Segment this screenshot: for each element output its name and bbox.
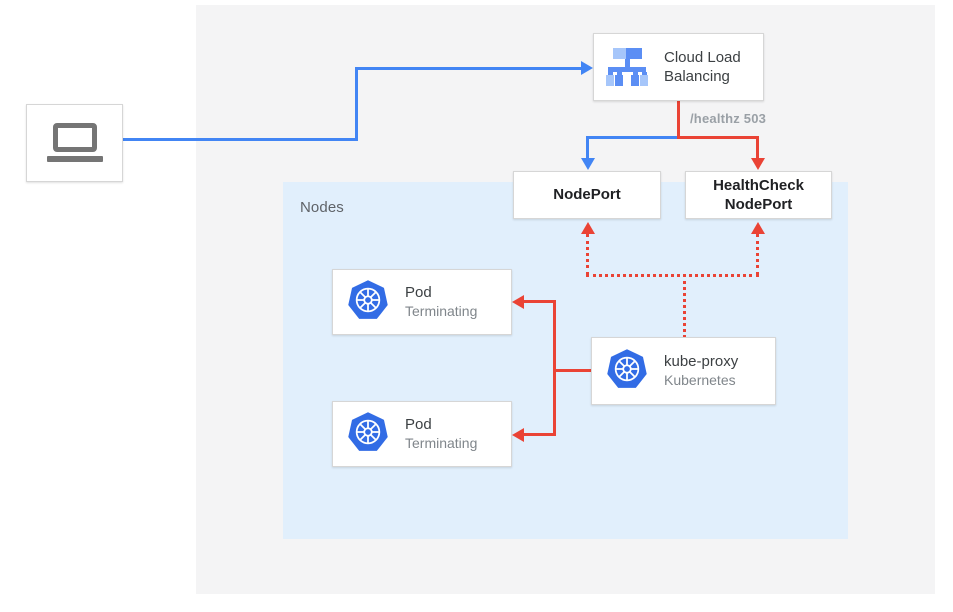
healthcheck-nodeport-label-line-1: HealthCheck [713,176,804,194]
edge-client-to-lb-arrowhead [581,61,593,75]
edge-lb-healthz-arrowhead [751,158,765,170]
kube-proxy-node[interactable]: kube-proxy Kubernetes [591,337,776,405]
edge-kubeproxy-dotted-horizontal [586,274,759,277]
edge-kubeproxy-to-pod-2 [524,433,556,436]
pod-title: Pod [405,415,432,433]
edge-kubeproxy-to-pods-trunk [553,300,556,436]
pod-subtitle: Terminating [405,303,478,320]
edge-lb-to-nodeport-arrowhead [581,158,595,170]
edge-kubeproxy-to-hc-nodeport-arrowhead [751,222,765,234]
edge-kubeproxy-to-nodeport-arrowhead [581,222,595,234]
cloud-load-balancing-node[interactable]: Cloud Load Balancing [593,33,764,101]
laptop-icon [46,123,103,163]
pod-title: Pod [405,283,432,301]
edge-kubeproxy-dotted-to-nodeport [586,234,589,275]
edge-lb-healthz-horizontal [677,136,759,139]
healthz-edge-label: /healthz 503 [690,111,767,126]
pod-node-1[interactable]: Pod Terminating [332,269,512,335]
nodeport-label: NodePort [553,186,621,204]
nodeport-node[interactable]: NodePort [513,171,661,219]
edge-kubeproxy-to-pod-1 [524,300,556,303]
edge-client-to-lb-horizontal-upper [355,67,583,70]
edge-lb-healthz-vertical-down [677,100,680,138]
cloud-load-balancing-title-line-2: Balancing [664,68,730,85]
edge-kubeproxy-dotted-vertical [683,274,686,338]
nodes-panel-label: Nodes [300,199,344,216]
edge-lb-healthz-vertical-into-hc [756,136,759,161]
edge-kubeproxy-to-pod-2-arrowhead [512,428,524,442]
edge-lb-to-nodeport-horizontal [586,136,680,139]
edge-kubeproxy-to-pod-1-arrowhead [512,295,524,309]
edge-kubeproxy-dotted-to-hc-nodeport [756,234,759,275]
edge-lb-to-nodeport-vertical [586,136,589,161]
healthcheck-nodeport-node[interactable]: HealthCheck NodePort [685,171,832,219]
cloud-load-balancing-title-line-1: Cloud Load [664,48,741,66]
kubernetes-icon [606,348,648,395]
kubernetes-icon [347,279,389,326]
cloud-load-balancing-icon [604,48,650,86]
kubernetes-icon [347,411,389,458]
edge-kubeproxy-to-pods-stem [553,369,593,372]
pod-node-2[interactable]: Pod Terminating [332,401,512,467]
kube-proxy-title: kube-proxy [664,352,739,370]
healthcheck-nodeport-label-line-2: NodePort [724,196,793,213]
edge-client-to-lb-horizontal-lower [123,138,358,141]
edge-client-to-lb-vertical [355,67,358,141]
kube-proxy-subtitle: Kubernetes [664,372,736,389]
pod-subtitle: Terminating [405,435,478,452]
client-laptop-node[interactable] [26,104,123,182]
